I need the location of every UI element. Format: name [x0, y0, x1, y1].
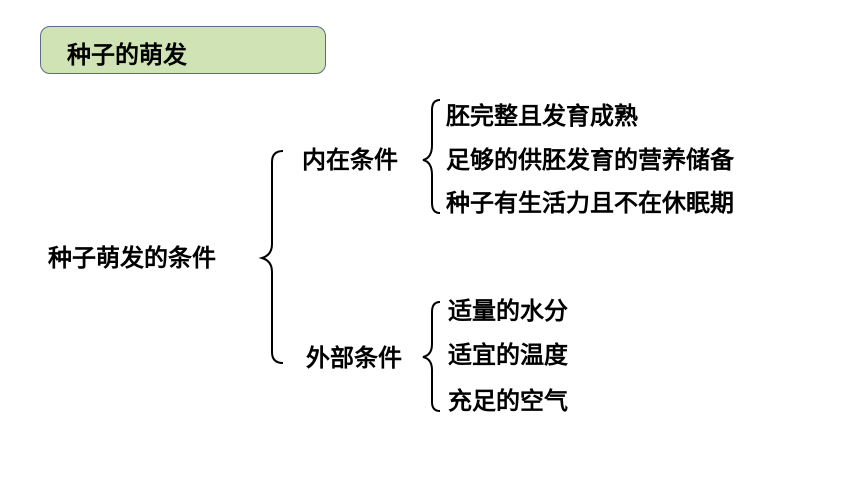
- title-banner: 种子的萌发: [40, 26, 326, 74]
- internal-brace: [422, 99, 441, 214]
- internal-item: 足够的供胚发育的营养储备: [446, 146, 734, 174]
- branch-internal-label: 内在条件: [302, 146, 398, 174]
- external-item: 适宜的温度: [448, 341, 568, 369]
- external-brace: [422, 301, 441, 412]
- root-label: 种子萌发的条件: [48, 244, 216, 272]
- internal-item: 胚完整且发育成熟: [446, 102, 638, 130]
- internal-item: 种子有生活力且不在休眠期: [446, 189, 734, 217]
- external-item: 充足的空气: [448, 387, 568, 415]
- page-title: 种子的萌发: [67, 41, 187, 69]
- external-item: 适量的水分: [448, 297, 568, 325]
- main-brace: [258, 150, 284, 364]
- branch-external-label: 外部条件: [306, 344, 402, 372]
